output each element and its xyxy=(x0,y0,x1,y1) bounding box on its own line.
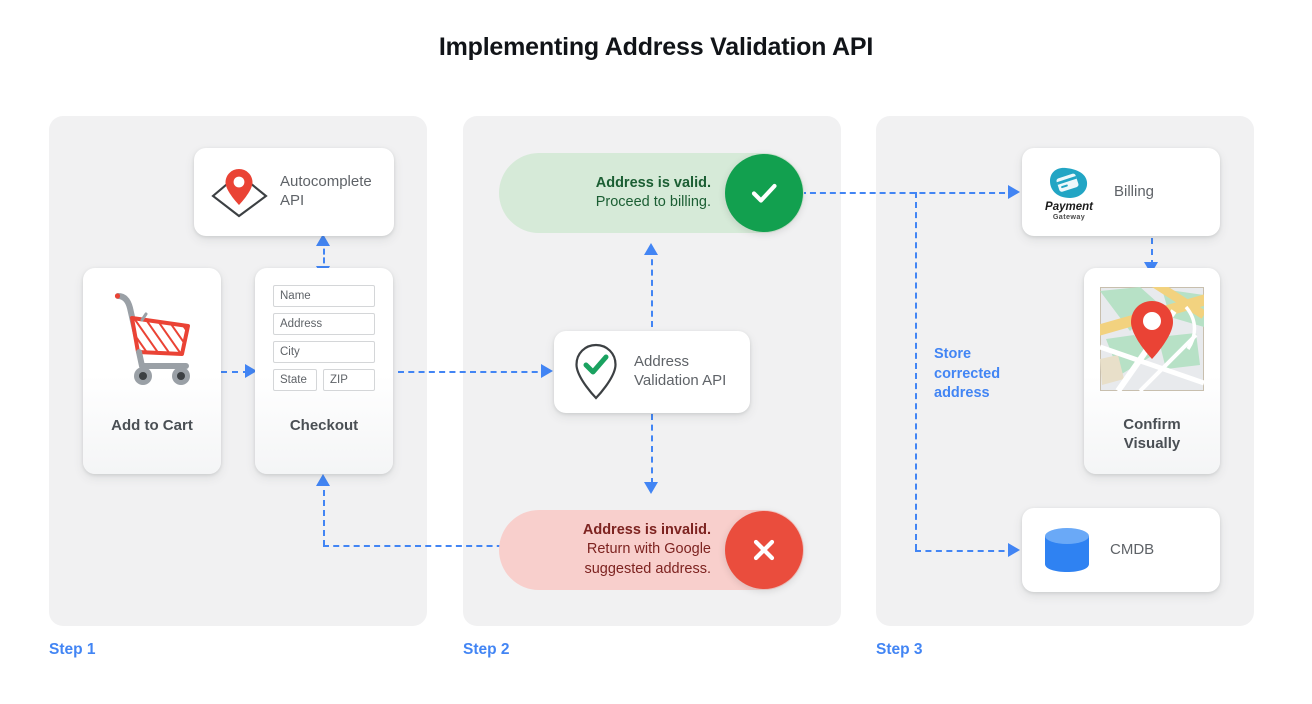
connector-invalid-feedback-vertical xyxy=(323,480,325,546)
card-checkout-title: Checkout xyxy=(289,417,359,434)
invalid-pill-text: Address is invalid. Return with Google s… xyxy=(583,521,711,579)
arrowhead-to-cmdb xyxy=(1008,543,1020,557)
arrowhead-validation-to-valid xyxy=(644,243,658,255)
connector-cart-to-checkout xyxy=(221,371,249,373)
step-label-1: Step 1 xyxy=(49,641,96,658)
map-pin-diamond-icon xyxy=(208,164,270,220)
connector-checkout-to-validation xyxy=(398,371,548,373)
zip-field[interactable]: ZIP xyxy=(323,369,375,391)
connector-store-corrected-horizontal xyxy=(915,550,1015,552)
card-checkout[interactable]: Name Address City State ZIP Checkout xyxy=(255,268,393,474)
arrowhead-invalid-feedback xyxy=(316,474,330,486)
connector-valid-to-billing xyxy=(800,192,1015,194)
card-add-to-cart-title: Add to Cart xyxy=(111,417,193,434)
connector-validation-to-valid xyxy=(651,249,653,327)
valid-pill-line1: Address is valid. xyxy=(595,174,711,191)
card-cmdb[interactable]: CMDB xyxy=(1022,508,1220,592)
card-billing[interactable]: Payment Gateway Billing xyxy=(1022,148,1220,236)
connector-invalid-feedback-horizontal xyxy=(323,545,513,547)
status-invalid-pill: Address is invalid. Return with Google s… xyxy=(499,510,804,590)
card-billing-label: Billing xyxy=(1114,182,1155,200)
step-label-2: Step 2 xyxy=(463,641,510,658)
connector-store-corrected-vertical xyxy=(915,192,917,550)
close-x-icon xyxy=(744,530,784,570)
connector-validation-to-invalid xyxy=(651,414,653,484)
card-confirm-visually[interactable]: Confirm Visually xyxy=(1084,268,1220,474)
pin-check-icon xyxy=(570,341,622,403)
arrowhead-up-autocomplete xyxy=(316,234,330,246)
invalid-badge xyxy=(725,511,803,589)
city-field[interactable]: City xyxy=(273,341,375,363)
connector-billing-to-confirm xyxy=(1151,238,1153,266)
state-field[interactable]: State xyxy=(273,369,317,391)
arrowhead-checkout-to-validation xyxy=(541,364,553,378)
arrowhead-valid-to-billing xyxy=(1008,185,1020,199)
name-field[interactable]: Name xyxy=(273,285,375,307)
card-cmdb-label: CMDB xyxy=(1110,540,1155,558)
valid-pill-line2: Proceed to billing. xyxy=(595,194,711,210)
payment-gateway-icon: Payment Gateway xyxy=(1038,163,1100,221)
arrowhead-cart-to-checkout xyxy=(245,364,257,378)
card-autocomplete-label: Autocomplete API xyxy=(280,173,372,209)
invalid-pill-line2: Return with Google suggested address. xyxy=(584,541,711,577)
invalid-pill-line1: Address is invalid. xyxy=(582,522,711,539)
card-confirm-title: Confirm Visually xyxy=(1123,416,1181,452)
address-field[interactable]: Address xyxy=(273,313,375,335)
shopping-cart-icon xyxy=(102,290,204,388)
svg-text:Payment: Payment xyxy=(1045,201,1094,213)
page-title: Implementing Address Validation API xyxy=(438,33,874,61)
store-corrected-address-note: Store corrected address xyxy=(934,346,1001,402)
card-add-to-cart[interactable]: Add to Cart xyxy=(83,268,221,474)
valid-badge xyxy=(725,154,803,232)
card-validation-label: Address Validation API xyxy=(634,353,727,389)
svg-text:Gateway: Gateway xyxy=(1053,212,1085,221)
database-icon xyxy=(1040,524,1094,576)
check-icon xyxy=(744,173,784,213)
arrowhead-validation-to-invalid xyxy=(644,482,658,494)
valid-pill-text: Address is valid. Proceed to billing. xyxy=(596,174,711,213)
connector-autocomplete-checkout xyxy=(323,240,325,272)
status-valid-pill: Address is valid. Proceed to billing. xyxy=(499,153,804,233)
card-autocomplete-api[interactable]: Autocomplete API xyxy=(194,148,394,236)
step-label-3: Step 3 xyxy=(876,641,923,658)
map-thumbnail-icon xyxy=(1100,287,1204,391)
card-address-validation-api[interactable]: Address Validation API xyxy=(554,331,750,413)
